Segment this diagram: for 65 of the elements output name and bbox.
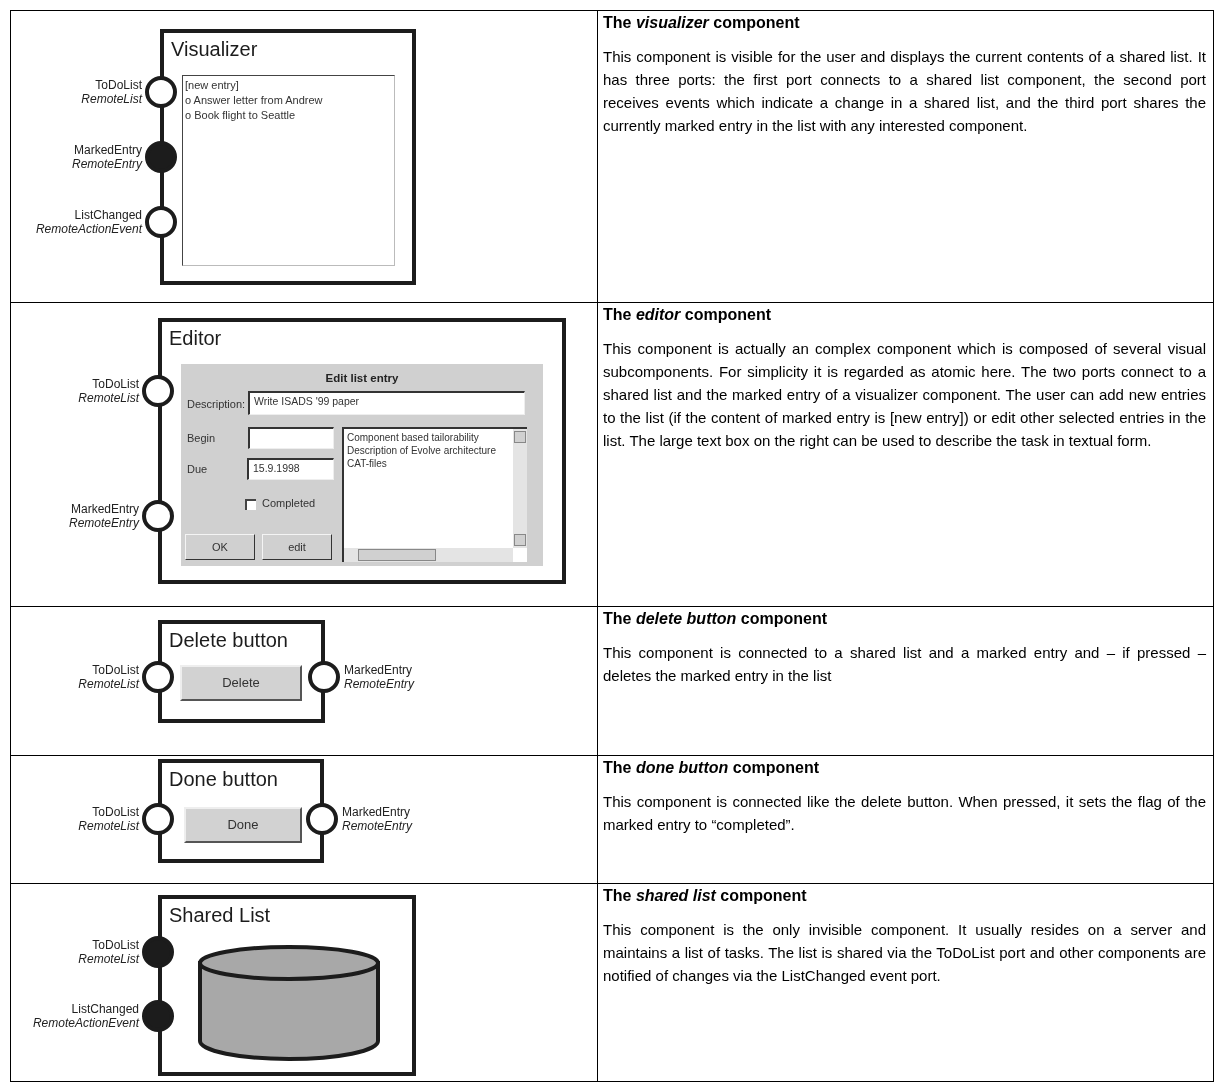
button: Delete	[180, 665, 302, 701]
description-paragraph: This component is connected to a shared list and a marked entry and – if pressed – deletes the marked entry in the list	[603, 643, 1206, 686]
port-label: RemoteList	[78, 819, 139, 833]
port-label: ListChanged	[71, 1002, 139, 1016]
text-line: CAT-files	[347, 457, 388, 470]
component-title: Done button	[169, 767, 278, 791]
text-field: 15.9.1998	[247, 458, 334, 480]
description-paragraph: This component is visible for the user and displays the current contents of a shared list. It has three ports: the first port connects to a shared list component, the second port receives events which indicate a change in a shared list, and the third port shares the currently marked entry in the list with any interested component.	[603, 47, 1206, 136]
component-title: Visualizer	[171, 37, 258, 61]
port-label: RemoteList	[78, 952, 139, 966]
list-box	[182, 75, 395, 266]
database-cylinder	[197, 945, 381, 1061]
port-label: MarkedEntry	[342, 805, 412, 819]
dialog-panel	[181, 364, 543, 566]
port-label: MarkedEntry	[344, 663, 414, 677]
field-label: Begin	[187, 431, 216, 445]
component-title: Delete button	[169, 628, 288, 652]
port-label: ToDoList	[92, 377, 139, 391]
port-label: RemoteActionEvent	[32, 1016, 139, 1030]
component-box	[158, 318, 566, 584]
text-line: Description of Evolve architecture	[347, 444, 496, 457]
checkbox-label: Completed	[262, 496, 316, 510]
component-box	[158, 759, 324, 863]
field-label: Due	[187, 462, 208, 476]
text-area	[342, 427, 527, 562]
section-heading: The done button component	[603, 758, 820, 778]
port-label: ToDoList	[92, 663, 139, 677]
checkbox	[245, 499, 256, 510]
component-box	[158, 895, 416, 1076]
dialog-title: Edit list entry	[324, 371, 400, 385]
field-label: Description:	[187, 397, 246, 411]
port-label: RemoteEntry	[342, 819, 413, 833]
component-box	[160, 29, 416, 285]
text-field	[248, 427, 334, 449]
port-label: RemoteList	[81, 92, 142, 106]
port-label: RemoteEntry	[71, 157, 142, 171]
port-label: RemoteEntry	[344, 677, 415, 691]
section-heading: The shared list component	[603, 886, 808, 906]
port-label: RemoteList	[78, 677, 139, 691]
port-label: MarkedEntry	[73, 143, 142, 157]
port-label: ListChanged	[74, 208, 142, 222]
port-label: RemoteList	[78, 391, 139, 405]
list-item: o Book flight to Seattle	[185, 108, 297, 123]
component-title: Editor	[169, 326, 222, 350]
section-heading: The visualizer component	[603, 13, 801, 33]
port-label: RemoteEntry	[68, 516, 139, 530]
port-label: RemoteActionEvent	[35, 222, 142, 236]
list-item: [new entry]	[185, 78, 240, 93]
button: OK	[185, 534, 255, 560]
port-label: MarkedEntry	[70, 502, 139, 516]
text-field: Write ISADS '99 paper	[248, 391, 525, 415]
text-line: Component based tailorability	[347, 431, 480, 444]
section-heading: The editor component	[603, 305, 772, 325]
component-box	[158, 620, 325, 723]
description-paragraph: This component is connected like the delete button. When pressed, it sets the flag of the marked entry to “completed”.	[603, 792, 1206, 835]
section-heading: The delete button component	[603, 609, 828, 629]
description-paragraph: This component is actually an complex component which is composed of several visual subcomponents. For simplicity it is regarded as atomic here. The two ports connect to a shared list and the marked entry of a visualizer component. The user can add new entries to the list (if the content of marked entry is [new entry]) or edit other selected entries in the list. The large text box on the right can be used to describe the task in textual form.	[603, 339, 1206, 451]
description-paragraph: This component is the only invisible component. It usually resides on a server and maintains a list of tasks. The list is shared via the ToDoList port and other components are notified of changes via the ListChanged event port.	[603, 920, 1206, 986]
list-item: o Answer letter from Andrew	[185, 93, 324, 108]
port-label: ToDoList	[92, 938, 139, 952]
button: Done	[184, 807, 302, 843]
component-title: Shared List	[169, 903, 271, 927]
port-label: ToDoList	[95, 78, 142, 92]
port-label: ToDoList	[92, 805, 139, 819]
button: edit	[262, 534, 332, 560]
